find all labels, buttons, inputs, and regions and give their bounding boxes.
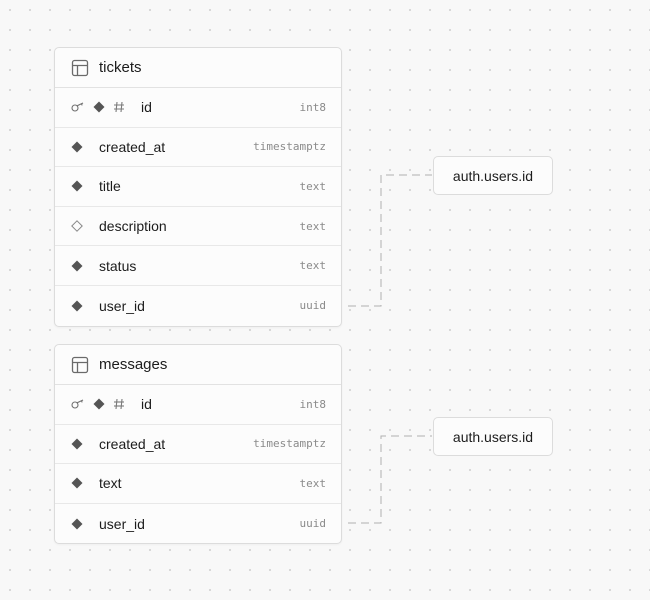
column-row-created-at[interactable]: created_at timestamptz	[55, 128, 341, 168]
column-type: uuid	[299, 299, 327, 313]
column-row-text[interactable]: text text	[55, 464, 341, 504]
table-header-tickets[interactable]: tickets	[55, 48, 341, 88]
column-type: text	[299, 179, 327, 193]
column-name: created_at	[99, 138, 166, 155]
column-name: id	[141, 396, 152, 413]
fk-connector-tickets-user-id	[348, 174, 432, 307]
table-card-tickets[interactable]: tickets id int8 created_at timestamptz t…	[54, 47, 342, 327]
column-name: text	[99, 475, 122, 492]
column-row-created-at[interactable]: created_at timestamptz	[55, 425, 341, 465]
column-type: int8	[299, 397, 327, 411]
column-type: int8	[299, 100, 327, 114]
reference-node-auth-users-id[interactable]: auth.users.id	[433, 156, 553, 195]
identity-hash-icon	[113, 398, 125, 410]
not-null-diamond-icon	[93, 101, 105, 113]
column-row-id[interactable]: id int8	[55, 88, 341, 128]
nullable-diamond-icon	[71, 220, 99, 232]
column-name: id	[141, 99, 152, 116]
column-name: title	[99, 178, 121, 195]
column-row-user-id[interactable]: user_id uuid	[55, 286, 341, 326]
not-null-diamond-icon	[71, 438, 99, 450]
column-row-id[interactable]: id int8	[55, 385, 341, 425]
not-null-diamond-icon	[71, 300, 99, 312]
column-row-title[interactable]: title text	[55, 167, 341, 207]
column-name: user_id	[99, 515, 145, 532]
column-row-user-id[interactable]: user_id uuid	[55, 504, 341, 544]
column-name: description	[99, 218, 167, 235]
key-icon	[71, 102, 85, 112]
reference-label: auth.users.id	[452, 428, 534, 445]
table-name: messages	[99, 356, 168, 373]
table-icon	[71, 356, 89, 374]
column-type: timestamptz	[253, 437, 326, 451]
column-row-description[interactable]: description text	[55, 207, 341, 247]
column-name: created_at	[99, 435, 166, 452]
reference-node-auth-users-id[interactable]: auth.users.id	[433, 417, 553, 456]
not-null-diamond-icon	[71, 477, 99, 489]
table-header-messages[interactable]: messages	[55, 345, 341, 385]
key-icon	[71, 399, 85, 409]
column-type: uuid	[299, 517, 327, 531]
table-card-messages[interactable]: messages id int8 created_at timestamptz …	[54, 344, 342, 545]
column-name: status	[99, 257, 137, 274]
column-row-status[interactable]: status text	[55, 246, 341, 286]
identity-hash-icon	[113, 101, 125, 113]
column-type: text	[299, 476, 327, 490]
not-null-diamond-icon	[71, 141, 99, 153]
column-type: timestamptz	[253, 140, 326, 154]
column-name: user_id	[99, 297, 145, 314]
not-null-diamond-icon	[93, 398, 105, 410]
table-name: tickets	[99, 59, 142, 76]
column-type: text	[299, 219, 327, 233]
not-null-diamond-icon	[71, 518, 99, 530]
reference-label: auth.users.id	[452, 167, 534, 184]
not-null-diamond-icon	[71, 260, 99, 272]
table-icon	[71, 59, 89, 77]
column-type: text	[299, 259, 327, 273]
not-null-diamond-icon	[71, 180, 99, 192]
fk-connector-messages-user-id	[348, 435, 432, 524]
